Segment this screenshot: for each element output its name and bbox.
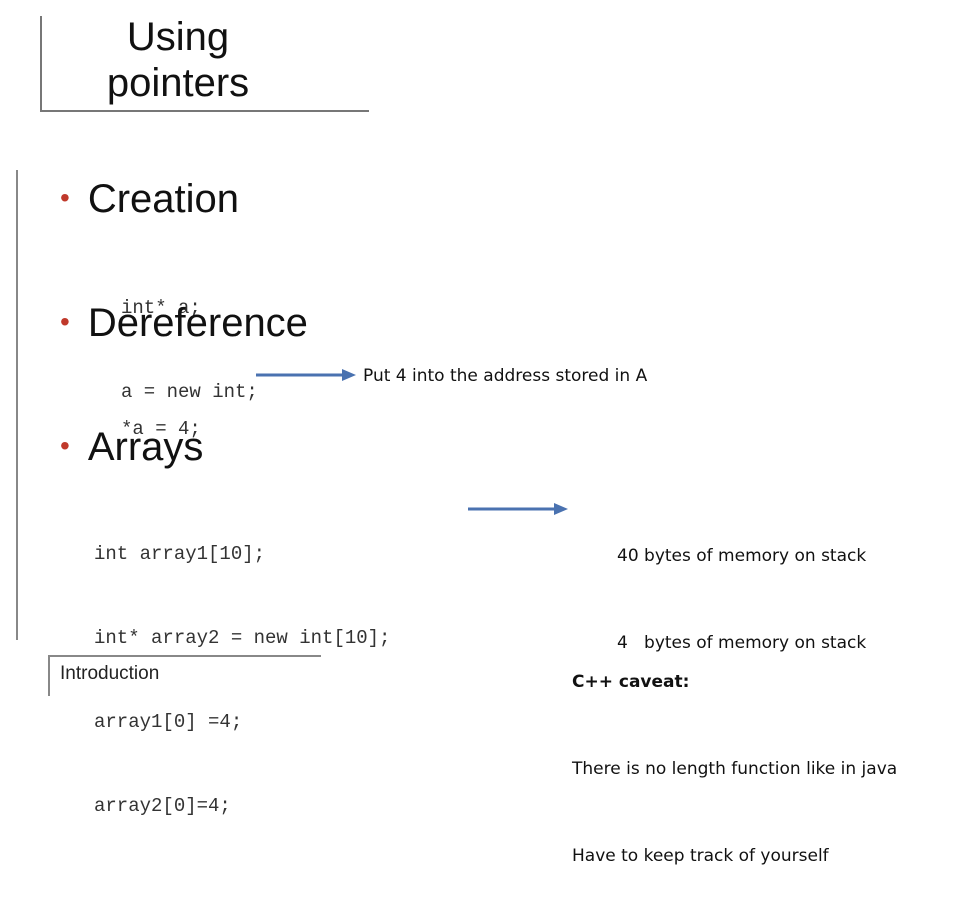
arrays-notes: 40 bytes of memory on stack 4 bytes of m…: [617, 484, 866, 687]
bullet-dereference: • Dereference: [60, 300, 308, 350]
arrow-right-icon: [466, 500, 570, 518]
caveat-heading: C++ caveat:: [572, 672, 690, 692]
code-line: int array1[10];: [94, 543, 266, 565]
dereference-note: Put 4 into the address stored in A: [363, 366, 648, 386]
bullet-arrays: • Arrays: [60, 424, 203, 474]
code-block-dereference: *a = 4;: [121, 359, 201, 471]
arrays-note-line: 40 bytes of memory on stack: [617, 546, 867, 566]
bullet-heading: Arrays: [87, 425, 204, 469]
bullet-dot-icon: •: [60, 182, 70, 213]
content-divider: [16, 170, 18, 640]
caveat-line: Have to keep track of yourself: [572, 846, 829, 866]
footer-divider-vertical: [48, 656, 50, 696]
slide-title: Using pointers: [60, 14, 296, 106]
code-line: array1[0] =4;: [94, 711, 243, 733]
title-divider-horizontal: [40, 110, 369, 112]
code-block-creation: int* a; a = new int;: [121, 238, 258, 434]
bullet-heading: Creation: [87, 177, 240, 221]
title-divider-vertical: [40, 16, 42, 112]
footer-label: Introduction: [60, 663, 160, 684]
bullet-heading: Dereference: [87, 301, 308, 345]
slide-title-line-1: Using: [126, 15, 230, 59]
code-line: int* a;: [121, 297, 201, 319]
slide-title-line-2: pointers: [106, 61, 250, 105]
footer-divider-horizontal: [48, 655, 321, 657]
arrow-right-icon: [254, 366, 358, 384]
bullet-dot-icon: •: [60, 306, 70, 337]
code-line: int* array2 = new int[10];: [94, 627, 391, 649]
caveat-box: C++ caveat: There is no length function …: [572, 610, 897, 900]
code-line: *a = 4;: [121, 418, 201, 440]
code-line: array2[0]=4;: [94, 795, 231, 817]
arrays-note-line: 4 bytes of memory on stack: [617, 633, 867, 653]
bullet-creation: • Creation: [60, 176, 239, 226]
code-line: a = new int;: [121, 381, 258, 403]
caveat-line: There is no length function like in java: [572, 759, 898, 779]
bullet-dot-icon: •: [60, 430, 70, 461]
